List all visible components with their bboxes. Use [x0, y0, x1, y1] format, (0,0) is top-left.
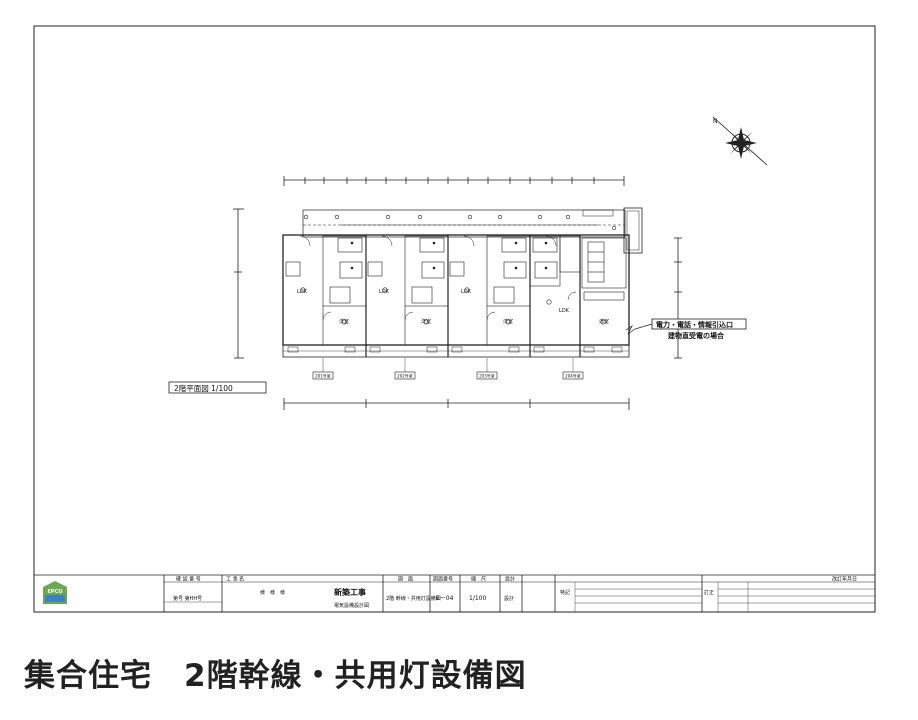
title-block [34, 574, 875, 612]
notes-label: 特記 [560, 589, 570, 596]
work-name-label: 工 事 名 [226, 576, 244, 583]
drawing-type: 電気設備設計図 [334, 602, 369, 609]
plan-scale-box [168, 381, 267, 394]
callout-line2: 建物直受電の場合 [668, 331, 725, 340]
scale-value: 1/100 [469, 595, 486, 602]
top-dimension-line [283, 176, 625, 186]
bottom-dimension-line [283, 398, 630, 410]
company-logo: EPCO [43, 581, 67, 604]
drawing-frame [33, 25, 876, 613]
page-caption: 集合住宅 2階幹線・共用灯設備図 [24, 658, 527, 694]
unit-tags: 201号室 202号室 203号室 204号室 [312, 358, 584, 380]
drawing-no-value: E－04 [436, 595, 454, 602]
floor-plan: LDK 洋室 LDK 洋室 LDK 洋室 LDK 洋室 201号室 202号室 … [282, 207, 653, 380]
right-dimension-line [674, 237, 682, 359]
approval-no-value: 第号 第HH号 [173, 595, 202, 602]
room-bed-2: 洋室 [421, 318, 431, 325]
unit-tag-2: 202号室 [397, 373, 413, 379]
left-dimension-line [233, 208, 244, 359]
logo-text: EPCO [48, 589, 63, 595]
design-label: 設計 [505, 576, 515, 583]
unit-tag-4: 204号室 [565, 373, 581, 379]
revision-label: 訂正 [704, 589, 714, 596]
room-ldk-1: LDK [297, 289, 308, 295]
drawing-name-value: 2階 幹線・共用灯設備図 [386, 595, 441, 602]
room-ldk-3: LDK [461, 289, 472, 295]
scale-label: 縮 尺 [471, 576, 486, 583]
drawing-no-label: 図面番号 [433, 576, 453, 583]
building-outline [282, 234, 630, 346]
stair-block [623, 207, 643, 254]
unit-tag-3: 203号室 [479, 373, 495, 379]
north-compass-icon: N [712, 116, 768, 166]
roof-overhang [302, 209, 626, 238]
drawing-sheet: N [33, 25, 876, 613]
work-name-value: 新築工事 [334, 587, 366, 597]
service-entry-icon [625, 323, 653, 335]
room-ldk-2: LDK [379, 289, 390, 295]
unit-tag-1: 201号室 [315, 373, 331, 379]
callout-box [651, 318, 747, 330]
owner-placeholder: 様 様 様 [260, 589, 285, 596]
room-ldk-4: LDK [559, 308, 570, 314]
design-value: 設計 [504, 595, 514, 602]
compass-label: N [713, 118, 718, 125]
date-label: 改訂年月日 [832, 576, 857, 583]
room-bed-end: 洋室 [599, 318, 609, 325]
room-bed-3: 洋室 [503, 318, 513, 325]
plan-scale-label: 2階平面図 1/100 [174, 383, 233, 393]
callout-line1: 電力・電話・情報引込口 [656, 320, 733, 329]
drawing-name-label: 図 面 [398, 577, 413, 583]
approval-no-label: 確 認 番 号 [176, 576, 201, 583]
room-bed-1: 洋室 [339, 318, 349, 325]
